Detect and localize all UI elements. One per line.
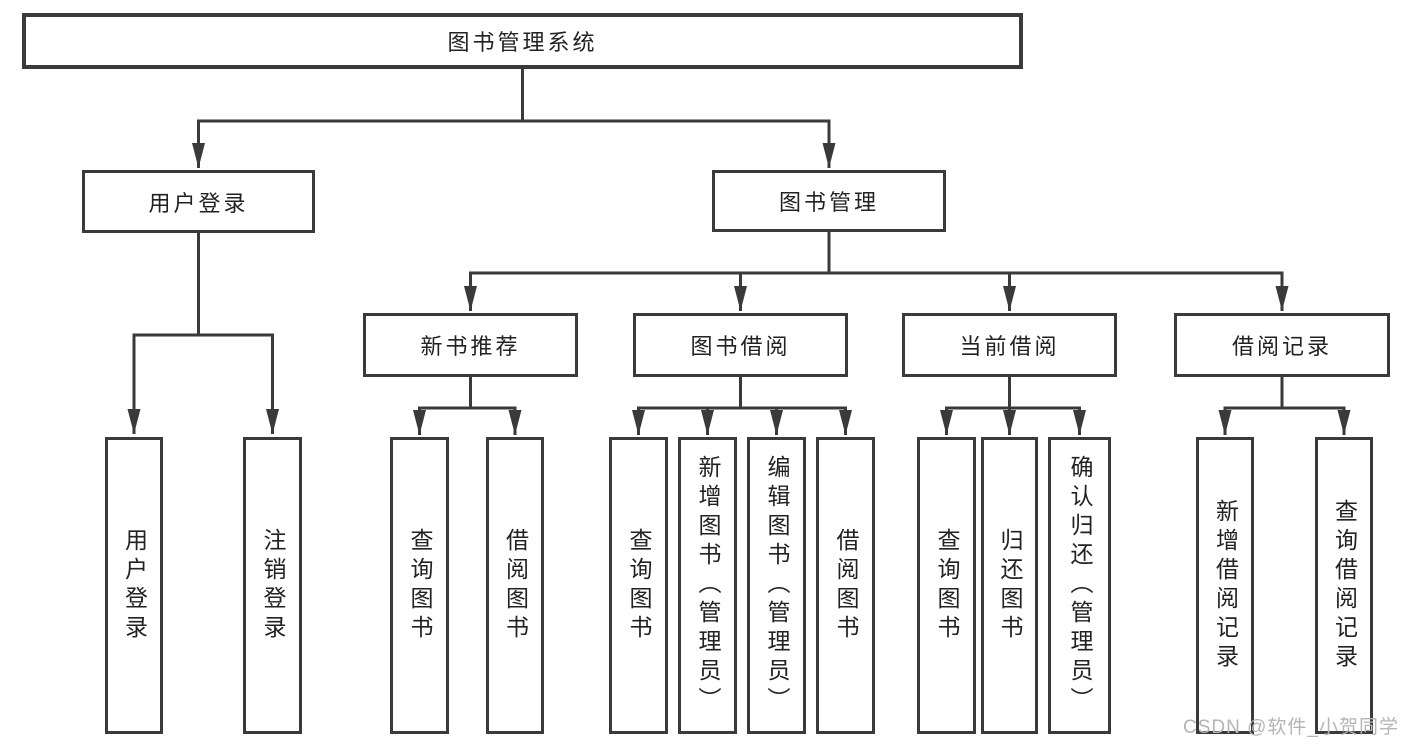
leaf-add-book-admin-label: 新增图书（管理员） xyxy=(695,455,721,716)
leaf-borrow-books-recommend-label: 借阅图书 xyxy=(502,527,529,644)
node-current-borrowing: 当前借阅 xyxy=(902,313,1117,377)
leaf-edit-book-admin: 编辑图书（管理员） xyxy=(747,437,806,734)
leaf-query-books-recommend-label: 查询图书 xyxy=(407,527,433,644)
node-borrowing-records: 借阅记录 xyxy=(1174,313,1390,377)
leaf-return-book-label: 归还图书 xyxy=(997,527,1023,644)
leaf-borrow-books-borrowing: 借阅图书 xyxy=(816,437,875,734)
leaf-query-borrow-record: 查询借阅记录 xyxy=(1315,437,1373,734)
leaf-query-books-current-label: 查询图书 xyxy=(934,527,960,644)
csdn-watermark: CSDN @软件_小贺同学 xyxy=(1183,717,1399,738)
node-book-management: 图书管理 xyxy=(712,170,946,232)
leaf-confirm-return-admin: 确认归还（管理员） xyxy=(1048,437,1111,734)
leaf-confirm-return-admin-label: 确认归还（管理员） xyxy=(1067,455,1093,716)
leaf-query-books-current: 查询图书 xyxy=(917,437,976,734)
leaf-add-borrow-record-label: 新增借阅记录 xyxy=(1212,498,1239,673)
leaf-add-borrow-record: 新增借阅记录 xyxy=(1196,437,1254,734)
leaf-borrow-books-borrowing-label: 借阅图书 xyxy=(833,527,859,644)
leaf-user-login: 用户登录 xyxy=(105,437,163,734)
leaf-user-login-label: 用户登录 xyxy=(121,527,148,644)
leaf-query-books-recommend: 查询图书 xyxy=(390,437,449,734)
leaf-logout-label: 注销登录 xyxy=(260,527,286,644)
node-book-borrowing: 图书借阅 xyxy=(633,313,848,377)
node-library-system-label: 图书管理系统 xyxy=(447,30,598,55)
leaf-edit-book-admin-label: 编辑图书（管理员） xyxy=(764,455,790,716)
leaf-logout: 注销登录 xyxy=(243,437,302,734)
node-current-borrowing-label: 当前借阅 xyxy=(959,334,1060,359)
leaf-query-books-borrowing-label: 查询图书 xyxy=(626,527,652,644)
node-book-borrowing-label: 图书借阅 xyxy=(690,334,791,359)
node-user-login-label: 用户登录 xyxy=(148,190,249,216)
leaf-return-book: 归还图书 xyxy=(981,437,1038,734)
node-new-book-recommend: 新书推荐 xyxy=(363,313,578,377)
leaf-query-books-borrowing: 查询图书 xyxy=(609,437,668,734)
node-new-book-recommend-label: 新书推荐 xyxy=(420,334,521,359)
node-library-system: 图书管理系统 xyxy=(22,13,1023,69)
leaf-query-borrow-record-label: 查询借阅记录 xyxy=(1331,498,1358,673)
node-borrowing-records-label: 借阅记录 xyxy=(1231,334,1332,359)
leaf-borrow-books-recommend: 借阅图书 xyxy=(486,437,544,734)
leaf-add-book-admin: 新增图书（管理员） xyxy=(678,437,737,734)
node-user-login: 用户登录 xyxy=(82,170,315,233)
node-book-management-label: 图书管理 xyxy=(778,190,879,215)
